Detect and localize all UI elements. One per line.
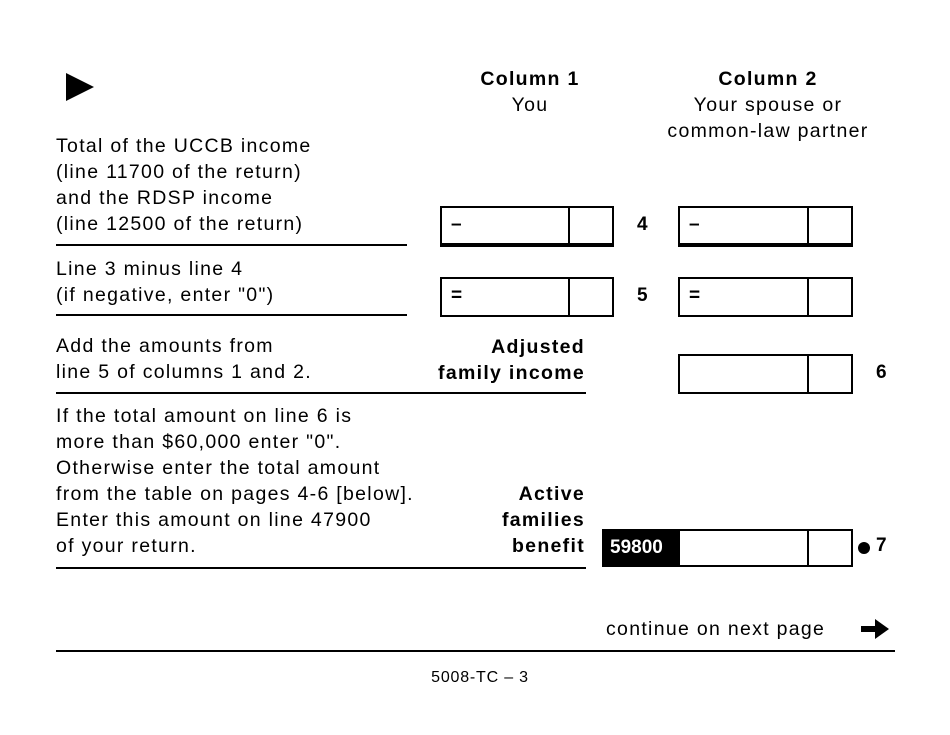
minus-operator: – xyxy=(451,214,462,235)
line6-number: 6 xyxy=(876,362,887,383)
line5-col2-cents[interactable] xyxy=(807,279,851,315)
line6-description: Add the amounts from line 5 of columns 1… xyxy=(56,333,312,385)
line6-label-1: Adjusted xyxy=(491,336,585,358)
line5-col1-field[interactable]: = xyxy=(440,277,614,317)
arrow-right-icon xyxy=(861,619,889,639)
line7-text-1: If the total amount on line 6 is xyxy=(56,405,353,427)
line4-number: 4 xyxy=(637,214,648,235)
line5-description: Line 3 minus line 4 (if negative, enter … xyxy=(56,256,274,308)
equals-operator: = xyxy=(451,285,463,306)
line7-label-1: Active xyxy=(518,483,585,505)
line5-text-2: (if negative, enter "0") xyxy=(56,284,275,306)
line4-text-4: (line 12500 of the return) xyxy=(56,213,304,235)
bullet-dot-icon xyxy=(858,542,870,554)
line6-field[interactable] xyxy=(678,354,853,394)
column1-title: Column 1 xyxy=(480,68,580,90)
line4-col2-field[interactable]: – xyxy=(678,206,853,247)
line7-label-3: benefit xyxy=(511,535,585,557)
line7-text-3: Otherwise enter the total amount xyxy=(56,457,381,479)
line7-text-5: Enter this amount on line 47900 xyxy=(56,509,372,531)
line4-text-1: Total of the UCCB income xyxy=(56,135,312,157)
line4-col1-field[interactable]: – xyxy=(440,206,614,247)
line6-cents[interactable] xyxy=(807,356,851,392)
line5-col2-field[interactable]: = xyxy=(678,277,853,317)
line7-cents[interactable] xyxy=(807,531,851,565)
line-code-badge: 59800 xyxy=(602,529,680,567)
line7-label-2: families xyxy=(501,509,585,531)
equals-operator: = xyxy=(689,285,701,306)
minus-operator: – xyxy=(689,214,700,235)
line4-text-2: (line 11700 of the return) xyxy=(56,161,302,183)
line5-text-1: Line 3 minus line 4 xyxy=(56,258,244,280)
line7-description: If the total amount on line 6 is more th… xyxy=(56,403,414,559)
line5-rule xyxy=(56,314,407,316)
active-families-benefit-label: Active families benefit xyxy=(440,481,585,559)
line7-field[interactable] xyxy=(678,529,853,567)
adjusted-family-income-label: Adjusted family income xyxy=(400,334,585,386)
line4-col2-cents[interactable] xyxy=(807,208,851,243)
line7-number: 7 xyxy=(876,535,887,556)
column2-subtitle-line1: Your spouse or xyxy=(693,94,843,116)
column2-subtitle-line2: common-law partner xyxy=(667,120,869,142)
line7-text-6: of your return. xyxy=(56,535,197,557)
line4-col1-cents[interactable] xyxy=(568,208,612,243)
line6-text-2: line 5 of columns 1 and 2. xyxy=(56,361,313,383)
line6-label-2: family income xyxy=(438,362,585,384)
line4-text-3: and the RDSP income xyxy=(56,187,274,209)
line7-rule xyxy=(56,567,586,569)
column2-title: Column 2 xyxy=(718,68,818,90)
line5-col1-cents[interactable] xyxy=(568,279,612,315)
footer-rule xyxy=(56,650,895,652)
line4-description: Total of the UCCB income (line 11700 of … xyxy=(56,133,312,237)
page-label: 5008-TC – 3 xyxy=(431,669,529,686)
line5-number: 5 xyxy=(637,285,648,306)
continue-text: continue on next page xyxy=(606,618,826,640)
line6-rule xyxy=(56,392,586,394)
column1-subtitle: You xyxy=(511,94,549,116)
line7-text-2: more than $60,000 enter "0". xyxy=(56,431,342,453)
right-triangle-icon xyxy=(66,73,94,101)
line6-text-1: Add the amounts from xyxy=(56,335,274,357)
line7-text-4: from the table on pages 4-6 [below]. xyxy=(56,483,414,505)
line4-rule xyxy=(56,244,407,246)
